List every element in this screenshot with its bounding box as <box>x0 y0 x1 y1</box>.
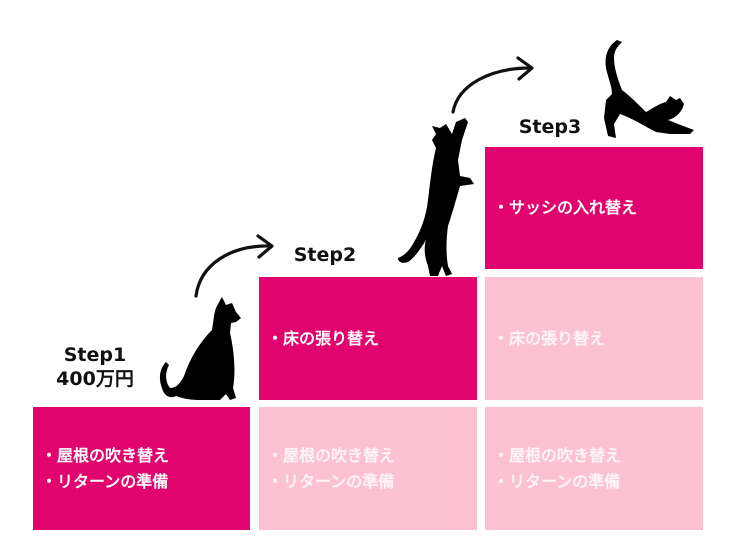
task-item: リターンの準備 <box>41 469 250 495</box>
step1-title: Step1 <box>63 344 127 366</box>
sitting-cat-icon <box>159 297 241 400</box>
task-item: 屋根の吹き替え <box>41 443 250 469</box>
step2-roof-box: 屋根の吹き替え リターンの準備 <box>259 407 477 530</box>
arrow-icon <box>451 56 534 114</box>
reaching-cat-icon <box>398 118 474 276</box>
step2-title: Step2 <box>293 244 357 266</box>
task-item: 床の張り替え <box>493 326 703 352</box>
step3-title: Step3 <box>518 116 582 138</box>
task-item: 屋根の吹き替え <box>493 443 703 469</box>
step1-budget: 400万円 <box>56 368 134 390</box>
step3-floor-box: 床の張り替え <box>485 277 703 400</box>
task-item: 床の張り替え <box>267 326 477 352</box>
task-item: 屋根の吹き替え <box>267 443 477 469</box>
step2-floor-box: 床の張り替え <box>259 277 477 400</box>
stretching-cat-icon <box>604 40 694 138</box>
step3-sash-box: サッシの入れ替え <box>485 147 703 269</box>
task-item: サッシの入れ替え <box>493 195 703 221</box>
step1-roof-box: 屋根の吹き替え リターンの準備 <box>33 407 250 530</box>
task-item: リターンの準備 <box>267 469 477 495</box>
arrow-icon <box>194 234 274 298</box>
step3-roof-box: 屋根の吹き替え リターンの準備 <box>485 407 703 530</box>
step1-label: Step1 400万円 <box>40 343 150 391</box>
task-item: リターンの準備 <box>493 469 703 495</box>
